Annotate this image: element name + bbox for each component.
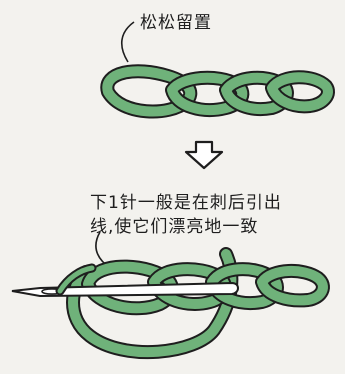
thread-through-eye-fill xyxy=(57,265,95,294)
needle-icon xyxy=(11,281,239,298)
chain-stitch-loosely-placed xyxy=(100,64,335,119)
chain-loop-fill xyxy=(257,265,328,306)
down-arrow-icon xyxy=(184,140,224,170)
caption-next-stitch-line2: 线,使它们漂亮地一致 xyxy=(90,217,259,237)
chain-loop-fill xyxy=(267,72,333,112)
caption-next-stitch-line1: 下1针一般是在刺后引出 xyxy=(90,193,282,213)
leader-line-top xyxy=(121,21,135,63)
chain-stitch-with-needle xyxy=(11,247,330,360)
chain-loop-fill xyxy=(167,72,248,115)
caption-loosely-placed: 松松留置 xyxy=(140,13,212,33)
chain-loop-fill xyxy=(102,66,196,117)
